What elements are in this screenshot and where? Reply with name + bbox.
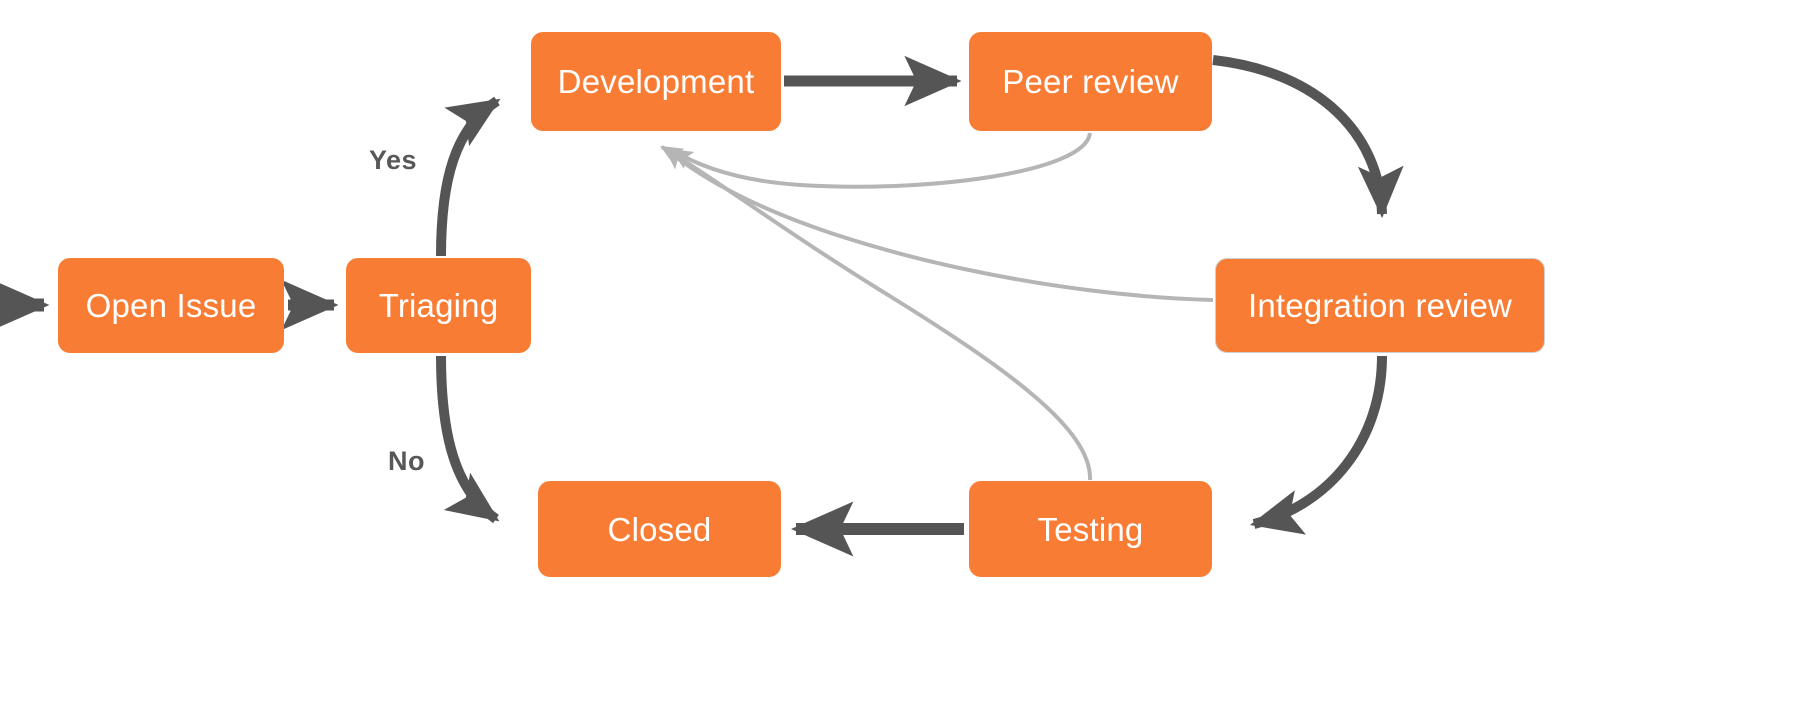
edge-triaging-to-closed [436,355,500,524]
node-integration-review-label: Integration review [1247,287,1513,324]
edge-peer-review-to-integration-review [1212,55,1404,219]
node-testing[interactable]: Testing [969,481,1212,577]
node-closed-label: Closed [607,510,712,548]
node-triaging[interactable]: Triaging [346,258,531,353]
edge-testing-to-development-feedback [660,145,1093,481]
edge-label-yes: Yes [369,145,417,176]
edge-label-no-text: No [388,446,425,476]
node-open-issue-label: Open Issue [85,287,257,324]
edge-integration-review-to-testing [1249,355,1387,535]
node-closed[interactable]: Closed [538,481,781,577]
node-testing-label: Testing [1037,510,1144,548]
node-development[interactable]: Development [531,32,781,131]
edge-label-no: No [388,446,425,477]
node-triaging-label: Triaging [378,287,499,324]
edge-label-yes-text: Yes [369,145,418,175]
node-peer-review-label: Peer review [1002,63,1179,100]
edge-peer-review-to-development-feedback [670,132,1092,189]
edge-integration-review-to-development-feedback [664,147,1214,302]
node-open-issue[interactable]: Open Issue [58,258,284,353]
node-integration-review[interactable]: Integration review [1215,258,1545,353]
node-peer-review[interactable]: Peer review [969,32,1212,131]
node-development-label: Development [557,63,755,100]
edge-triaging-to-development [436,96,501,257]
